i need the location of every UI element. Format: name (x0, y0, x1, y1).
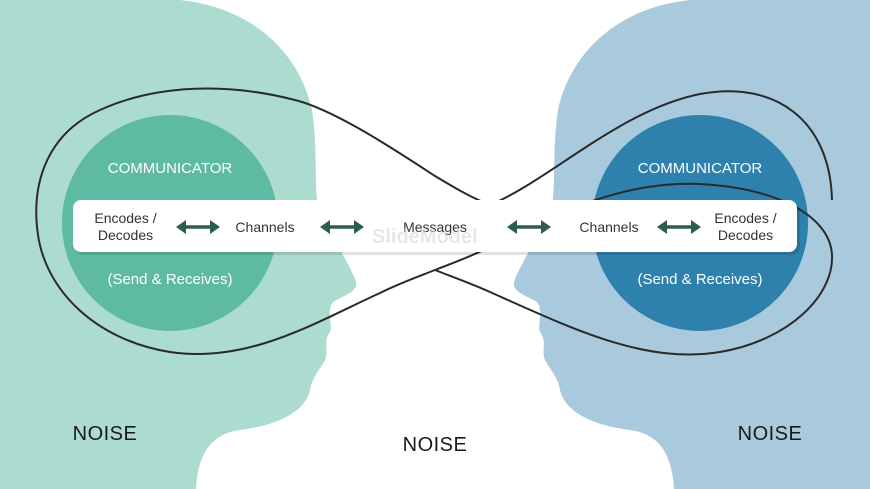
arrow-head-left (657, 220, 667, 234)
noise-right: NOISE (737, 423, 803, 445)
arrow-2 (320, 220, 364, 234)
left-communicator-subtitle: (Send & Receives) (107, 271, 233, 288)
arrow-head-left (507, 220, 517, 234)
arrow-head-left (176, 220, 186, 234)
noise-left: NOISE (72, 423, 138, 445)
noise-center: NOISE (402, 434, 468, 456)
right-communicator-subtitle: (Send & Receives) (637, 271, 763, 288)
right-encodes-line: Encodes / (714, 210, 777, 226)
arrow-head-right (541, 220, 551, 234)
process-bar (73, 200, 797, 252)
messages-label: Messages (403, 219, 467, 235)
right-encodes-decodes: Encodes / Decodes (698, 210, 793, 244)
arrow-head-left (320, 220, 330, 234)
left-encodes-decodes: Encodes / Decodes (78, 210, 173, 244)
left-encodes-line: Encodes / (94, 210, 157, 226)
right-channels-label: Channels (579, 219, 639, 235)
arrow-4 (657, 220, 701, 234)
watermark-text: SlideModel (372, 226, 478, 248)
right-communicator-title: COMMUNICATOR (637, 160, 763, 177)
right-decodes-line: Decodes (717, 226, 774, 243)
arrow-head-right (354, 220, 364, 234)
left-decodes-line: Decodes (97, 226, 154, 243)
arrow-1 (176, 220, 220, 234)
left-channels-label: Channels (235, 219, 295, 235)
arrow-3 (507, 220, 551, 234)
left-communicator-title: COMMUNICATOR (107, 160, 233, 177)
arrow-head-right (210, 220, 220, 234)
arrow-head-right (691, 220, 701, 234)
